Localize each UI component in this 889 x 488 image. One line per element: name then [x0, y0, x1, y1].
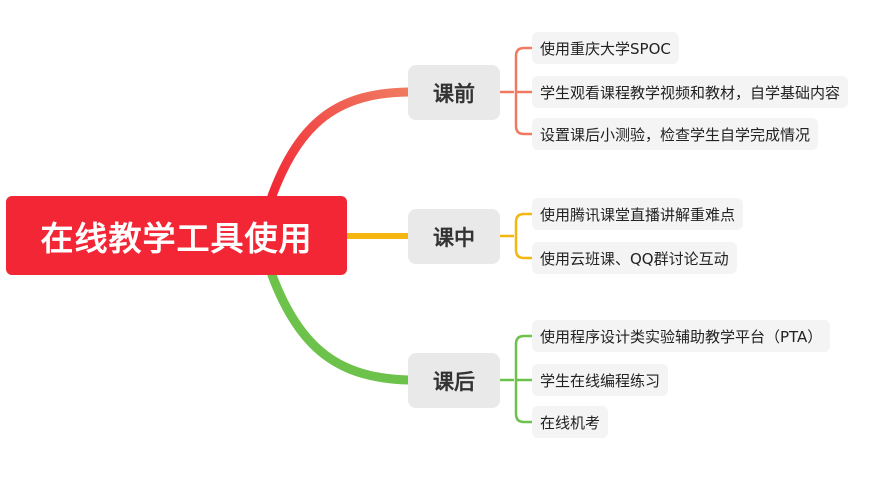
branch-node-pre-class[interactable]: 课前: [408, 65, 500, 120]
connector-root-branch-3: [267, 270, 413, 385]
leaf-node[interactable]: 学生在线编程练习: [532, 364, 669, 396]
connector-branch-2-leaves: [500, 212, 532, 260]
connector-branch-1-leaves: [500, 46, 532, 136]
leaf-node[interactable]: 设置课后小测验，检查学生自学完成情况: [532, 118, 819, 150]
leaf-node[interactable]: 使用云班课、QQ群讨论互动: [532, 242, 737, 274]
connector-branch-3-leaves: [500, 334, 532, 424]
branch-node-in-class[interactable]: 课中: [408, 209, 500, 264]
leaf-node[interactable]: 使用腾讯课堂直播讲解重难点: [532, 198, 744, 230]
connector-root-branch-1: [267, 87, 413, 201]
leaf-node[interactable]: 学生观看课程教学视频和教材，自学基础内容: [532, 76, 849, 108]
leaf-node[interactable]: 在线机考: [532, 406, 609, 438]
root-node[interactable]: 在线教学工具使用: [6, 196, 347, 275]
leaf-node[interactable]: 使用程序设计类实验辅助教学平台（PTA）: [532, 320, 831, 352]
leaf-node[interactable]: 使用重庆大学SPOC: [532, 32, 679, 64]
branch-node-post-class[interactable]: 课后: [408, 353, 500, 408]
